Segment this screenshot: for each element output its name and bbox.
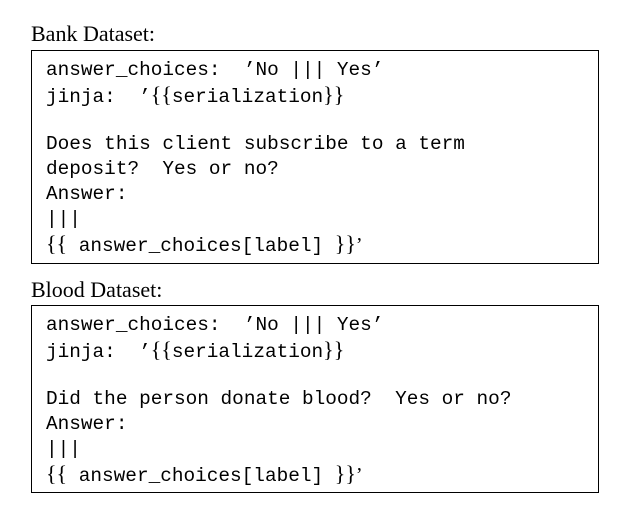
bank-question-line-1: Does this client subscribe to a term [46,133,465,156]
bank-jinja-var: serialization [171,85,324,108]
bank-template-var: answer_choices[label] [67,234,335,257]
bank-question-line-2: deposit? Yes or no? [46,158,279,181]
blood-jinja-var: serialization [171,340,324,363]
blood-template-line: {{ answer_choices[label] }}’ [46,460,592,487]
blood-jinja-close-brace: }} [323,336,345,362]
blood-template-close-brace: }} [334,460,356,486]
blood-template-open-brace: {{ [46,460,68,486]
bank-jinja-close-brace: }} [323,81,345,107]
blood-answer-choices-line: answer_choices: ’No ||| Yes’ [46,314,384,336]
bank-jinja-open-brace: {{ [150,81,172,107]
blank-line [46,363,592,388]
bank-dataset-heading: Bank Dataset: [31,21,156,46]
bank-template-open-brace: {{ [46,230,68,256]
blank-line [46,108,592,133]
bank-separator: ||| [46,207,81,230]
bank-prompt-box: answer_choices: ’No ||| Yes’ jinja: ’{{s… [31,50,599,264]
blood-prompt-box: answer_choices: ’No ||| Yes’ jinja: ’{{s… [31,305,599,493]
blood-template-quote: ’ [355,463,363,486]
blood-dataset-heading: Blood Dataset: [31,277,163,302]
blood-answer-label: Answer: [46,413,128,436]
bank-template-line: {{ answer_choices[label] }}’ [46,230,592,257]
bank-template-quote: ’ [355,233,363,256]
bank-template-close-brace: }} [334,230,356,256]
blood-jinja-prefix: jinja: ’ [46,340,151,363]
bank-jinja-prefix: jinja: ’ [46,85,151,108]
blood-question-line-1: Did the person donate blood? Yes or no? [46,388,512,411]
blood-separator: ||| [46,437,81,460]
bank-jinja-line: jinja: ’{{serialization}} [46,81,592,108]
blood-jinja-open-brace: {{ [150,336,172,362]
bank-answer-label: Answer: [46,182,128,205]
blood-template-var: answer_choices[label] [67,464,335,487]
bank-answer-choices-line: answer_choices: ’No ||| Yes’ [46,59,384,81]
blood-jinja-line: jinja: ’{{serialization}} [46,336,592,363]
